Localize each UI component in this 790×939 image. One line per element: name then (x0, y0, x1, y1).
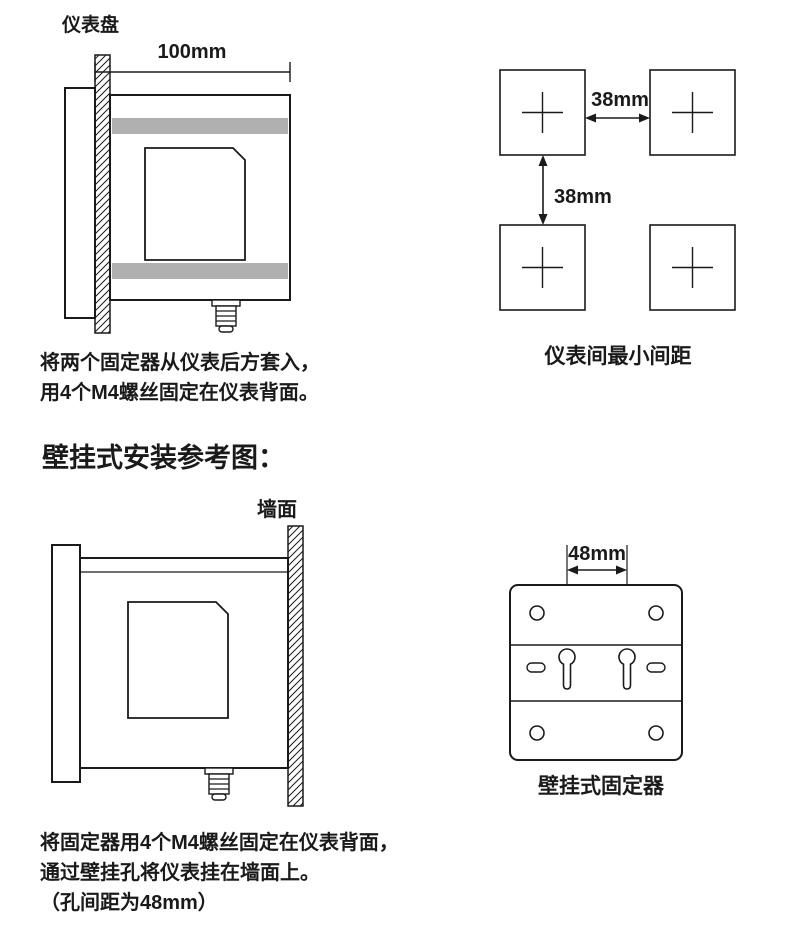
arrowhead-right-icon (616, 565, 627, 575)
vertical-spacing-dimension: 38mm (538, 155, 612, 225)
screw-hole (648, 725, 664, 741)
fixer-bracket-bottom (112, 263, 288, 279)
panel-wall-hatch (94, 54, 111, 334)
screw-hole (648, 605, 664, 621)
width-dimension-text: 100mm (158, 41, 227, 63)
h-spacing-text: 38mm (591, 89, 649, 111)
horizontal-spacing-dimension: 38mm (585, 89, 650, 123)
arrowhead-left-icon (567, 565, 578, 575)
arrowhead-left-icon (585, 113, 596, 123)
bracket-caption: 壁挂式固定器 (538, 775, 664, 798)
hole-dim-text: 48mm (568, 543, 626, 565)
wall-bracket-diagram: 48mm (509, 543, 683, 761)
wall-mount-note: 将固定器用4个M4螺丝固定在仪表背面， 通过壁挂孔将仪表挂在墙面上。 （孔间距为… (40, 828, 399, 918)
bracket-fold-lines (510, 644, 682, 702)
panel-note-line-1: 将两个固定器从仪表后方套入， (40, 352, 320, 374)
keyhole-slot (558, 648, 576, 690)
wall-side-diagram: 墙面 (51, 497, 304, 807)
panel-side-diagram: 100mm (64, 41, 291, 334)
wall-mount-section-heading: 壁挂式安装参考图： (42, 443, 285, 473)
panel-mount-label: 仪表盘 (62, 15, 120, 36)
instrument-bezel (51, 544, 81, 783)
hole-spacing-dimension: 48mm (566, 543, 628, 651)
plus-mark-icon (672, 247, 713, 288)
wall-label-text: 墙面 (257, 497, 297, 521)
spacing-caption: 仪表间最小间距 (544, 345, 692, 368)
plus-mark-icon (522, 92, 563, 133)
v-spacing-text: 38mm (554, 186, 612, 208)
screw-hole (529, 725, 545, 741)
wall-note-line-2: 通过壁挂孔将仪表挂在墙面上。 (40, 862, 320, 884)
keyhole-slot (618, 648, 636, 690)
wall-note-line-1: 将固定器用4个M4螺丝固定在仪表背面， (40, 832, 399, 854)
panel-note-line-2: 用4个M4螺丝固定在仪表背面。 (40, 382, 319, 404)
arrowhead-down-icon (538, 214, 548, 225)
side-slot (526, 662, 546, 673)
instrument-bezel (64, 87, 96, 319)
fixer-bracket-top (112, 118, 288, 134)
wall-note-line-3: （孔间距为48mm） (40, 892, 218, 914)
spacing-diagram: 38mm 38mm (499, 69, 736, 311)
width-dimension: 100mm (94, 41, 291, 82)
side-slot (646, 662, 666, 673)
instrument-inner-plate (127, 601, 229, 719)
arrowhead-up-icon (538, 155, 548, 166)
screw-hole (529, 605, 545, 621)
instrument-inner-plate (144, 147, 246, 261)
arrowhead-right-icon (639, 113, 650, 123)
cable-gland (204, 767, 234, 801)
plus-mark-icon (672, 92, 713, 133)
instrument-front-3 (499, 224, 586, 311)
bracket-plate (509, 584, 683, 761)
cable-gland (211, 299, 241, 333)
plus-mark-icon (522, 247, 563, 288)
panel-mount-note: 将两个固定器从仪表后方套入， 用4个M4螺丝固定在仪表背面。 (40, 348, 320, 408)
wall-hatch (287, 525, 304, 807)
